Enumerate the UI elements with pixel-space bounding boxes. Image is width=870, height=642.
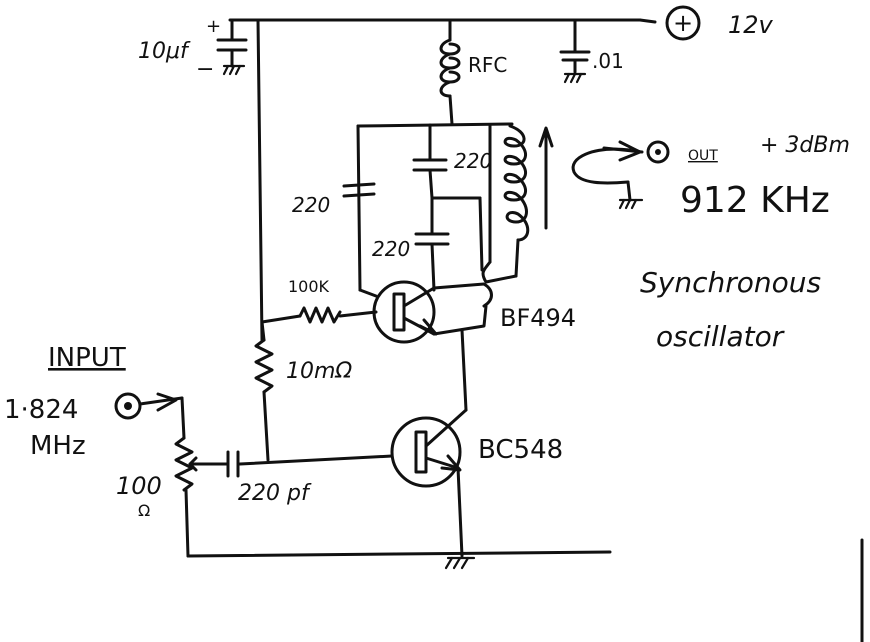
output-frequency: 912 KHz	[680, 180, 830, 221]
bf494-collector-wire	[358, 282, 493, 308]
input-frequency-line1: 1·824	[4, 395, 78, 425]
input-cap-value: 220 pf	[238, 481, 312, 506]
input-frequency-line2: MHz	[30, 431, 86, 461]
bc548-emitter-wire	[444, 466, 476, 570]
bc548-label: BC548	[478, 435, 563, 465]
output-terminal: OUT + 3dBm 912 KHz	[646, 133, 850, 221]
coupling-arrow	[538, 126, 554, 230]
supply-cap-plus: +	[206, 16, 221, 37]
tank-top-wire	[356, 122, 514, 292]
tank-mid-capacitor: 220	[372, 232, 450, 292]
pot-unit: Ω	[138, 501, 150, 520]
title-line-2: oscillator	[656, 320, 785, 353]
output-label: OUT	[688, 148, 718, 164]
input-terminal	[114, 392, 184, 420]
bias-wire	[256, 18, 264, 342]
transistor-bf494: BF494	[372, 280, 576, 344]
output-pickup-loop	[571, 140, 644, 210]
supply-voltage-label: 12v	[728, 11, 774, 39]
input-label-group: INPUT 1·824 MHz	[4, 343, 126, 461]
rfc-label: RFC	[468, 53, 507, 77]
bc548-base-wire	[238, 454, 394, 466]
base-resistor-100k: 100K	[260, 277, 378, 324]
transistor-bc548: BC548	[390, 408, 563, 488]
bf494-label: BF494	[500, 304, 576, 332]
diagram-title: Synchronous oscillator	[640, 266, 821, 353]
ground-icon	[618, 198, 644, 210]
base-resistor-value: 100K	[288, 277, 330, 296]
input-potentiometer: 100 Ω	[116, 396, 212, 558]
supply-bypass-capacitor: + − 10μf	[138, 16, 248, 82]
tank-coil	[481, 124, 530, 284]
tank-top-capacitor: 220	[412, 123, 492, 200]
input-coupling-capacitor: 220 pf	[194, 450, 312, 506]
input-label: INPUT	[48, 343, 126, 373]
ground-icon	[563, 72, 587, 84]
tank-mid-cap-value: 220	[372, 237, 410, 261]
pot-value: 100	[116, 472, 162, 500]
title-line-1: Synchronous	[640, 266, 821, 299]
tank-top-cap-value: 220	[454, 149, 492, 173]
bf494-emitter-wire	[432, 304, 488, 412]
tank-left-cap-value: 220	[292, 193, 330, 217]
output-level: + 3dBm	[760, 133, 850, 158]
tank-mid-node	[430, 196, 484, 272]
tank-left-capacitor: 220	[292, 182, 376, 217]
supply-cap-minus: −	[196, 57, 214, 82]
bias-resistor-value: 10mΩ	[286, 359, 352, 384]
bypass-cap-value: .01	[592, 49, 624, 73]
ground-icon	[444, 556, 476, 570]
supply-terminal: + 12v	[665, 5, 774, 41]
bias-resistor-10m: 10mΩ	[254, 320, 352, 462]
supply-cap-value: 10μf	[138, 39, 191, 64]
ground-icon	[222, 64, 246, 76]
bypass-capacitor-01: .01	[559, 18, 624, 84]
ground-bus	[186, 550, 612, 558]
supply-plus-symbol: +	[673, 9, 693, 37]
rfc-choke: RFC	[439, 18, 507, 126]
supply-rail	[228, 18, 657, 24]
